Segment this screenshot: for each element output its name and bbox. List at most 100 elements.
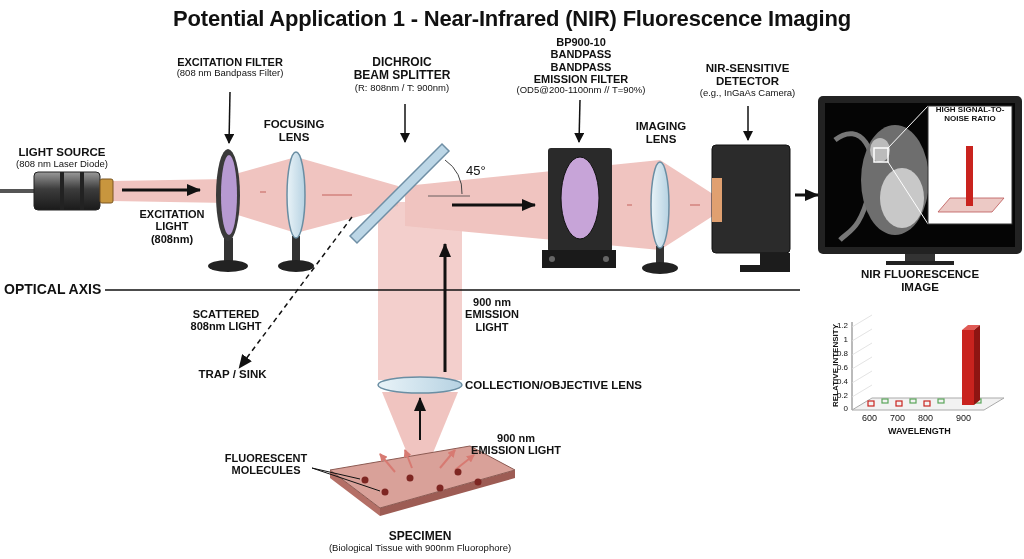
emission-ray [440,450,455,468]
lens [287,152,305,238]
annotation-label: OPTICAL AXIS [4,282,101,298]
component-label: COLLECTION/OBJECTIVE LENS [465,379,642,392]
leader-arrow [579,100,580,142]
molecules [362,469,482,496]
component-label: FOCUSING LENS [259,118,329,144]
angle-arc [445,160,462,194]
leader-arrow [404,104,406,142]
axis-tick: 1.2 [822,322,848,331]
monitor: NIR FLUORESCENCE IMAGE HIGH SIGNAL-TO-NOI… [818,96,1022,294]
beam-path [260,191,266,193]
grid-line [852,371,872,383]
floor-marker [882,399,888,403]
grid-line [852,357,872,369]
component-label: HIGH SIGNAL-TO-NOISE RATIO [932,106,1008,124]
emission-ray [380,454,395,472]
filter-glass [561,157,599,239]
component-label: SPECIMEN [389,530,452,543]
monitor-stand [905,254,935,262]
specimen: SPECIMEN(Biological Tissue with 900nm Fl… [300,440,540,554]
component-label: DICHROIC BEAM SPLITTER [354,56,451,83]
beam-arrow [452,204,535,207]
imaging-lens: IMAGING LENS [632,120,690,278]
scatter-path [239,217,352,368]
post-base [278,260,314,272]
component-spec: (OD5@200-1100nm // T=90%) [517,85,646,96]
leader-arrow [229,92,230,143]
component-label: TRAP / SINK [198,368,266,381]
dichroic-splitter: DICHROIC BEAM SPLITTER(R: 808nm / T: 900… [352,56,452,244]
monitor-screen [825,103,1015,247]
mount-base [542,250,616,268]
diagram-title: Potential Application 1 - Near-Infrared … [0,6,1024,32]
annotation-label: FLUORESCENT MOLECULES [220,452,312,477]
emission-filter: BP900-10 BANDPASS BANDPASS EMISSION FILT… [535,36,627,268]
emission-ray [455,455,474,470]
chart-floor [852,398,1004,410]
laser-aperture [100,179,113,203]
floor-marker [910,399,916,403]
component-label: NIR FLUORESCENCE IMAGE [855,268,985,294]
post-base [642,262,678,274]
annotation-label: WAVELENGTH [888,426,951,436]
axis-tick: 0.8 [822,350,848,359]
emission-rays [380,450,474,472]
grid-line [852,385,872,397]
objective-lens [378,377,462,393]
beam-arrow [419,398,421,440]
molecule [475,479,482,486]
post [292,236,300,264]
filter-mount [216,149,240,241]
grid-line [852,343,872,355]
bar-side [974,325,980,405]
component-label: BP900-10 BANDPASS BANDPASS EMISSION FILT… [527,36,635,85]
axis-tick: 900 [956,413,971,423]
laser-body [34,172,100,210]
axis-tick: 0 [822,405,848,414]
detector-body [712,145,790,253]
beam-trap: TRAP / SINK [195,368,270,386]
floor-marker [868,401,874,406]
excitation-filter: EXCITATION FILTER(808 nm Bandpass Filter… [200,56,260,274]
component-label: EXCITATION FILTER [177,56,283,68]
component-label: IMAGING LENS [631,120,691,146]
axis-tick: 700 [890,413,905,423]
axis-tick: 600 [862,413,877,423]
excitation-beam [112,179,228,203]
focusing-lens: FOCUSING LENS [266,118,322,276]
beam-arrow [122,189,200,192]
axis-tick: 1 [822,336,848,345]
axis-tick: 800 [918,413,933,423]
axis-tick: 0.4 [822,378,848,387]
axis-tick: 0.2 [822,392,848,401]
emission-beam [405,160,660,250]
filter-mount [548,148,612,252]
optical-axis-line [105,289,800,291]
molecule [407,475,414,482]
laser-ring [80,172,84,210]
laser-beam [112,157,716,470]
molecule [437,485,444,492]
image-body [861,125,929,235]
chart-grid [852,315,872,397]
inset-panel [928,106,1012,224]
floor-marker [938,399,944,403]
beam-path [322,194,352,196]
signal-spike [966,146,973,206]
beam-label: EXCITATION LIGHT (808nm) [136,208,208,245]
component-spec: (Biological Tissue with 900nm Fluorophor… [329,543,511,554]
component-label: NIR-SENSITIVE DETECTOR [700,62,795,88]
floor-marker [924,401,930,406]
cable [0,189,36,193]
annotation-label: 45° [466,164,486,179]
angle-reference [428,196,470,197]
component-spec: (R: 808nm / T: 900nm) [355,83,449,94]
monitor-frame [818,96,1022,254]
annotation-label: 900 nm EMISSION LIGHT [470,432,562,457]
leader-line [312,468,380,491]
molecule [362,477,369,484]
leader-arrow [747,106,749,140]
beam-path [627,204,632,206]
zoom-line [888,162,928,224]
